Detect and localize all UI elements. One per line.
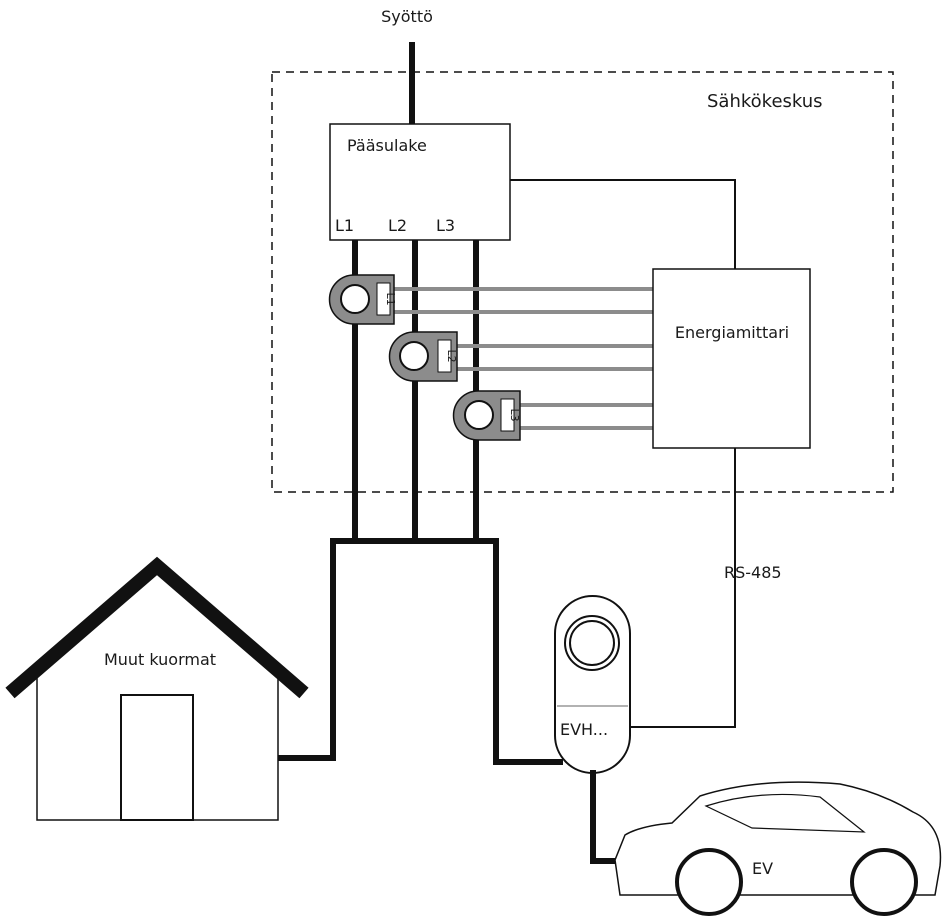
ct-l2-leads [455,344,653,371]
ct-l3-sensor: L3 [452,390,521,441]
house-door [120,694,194,821]
rs485-label: RS-485 [724,563,782,582]
supply-label: Syöttö [381,7,433,26]
phase-l3-label: L3 [436,216,455,235]
panel-enclosure [271,71,894,493]
ct-l2-sensor: L2 [388,331,458,382]
fuse-to-meter-line [510,179,736,269]
car-front-wheel [675,848,743,916]
phase-l2-label: L2 [388,216,407,235]
ev-label: EV [752,859,773,878]
distribution-busbar [277,538,563,765]
ct-l1-label: L1 [384,292,397,305]
car-rear-wheel [850,848,918,916]
rs485-line [629,448,736,728]
house-icon [5,556,309,821]
other-loads-label: Muut kuormat [104,650,216,669]
ct-l3-label: L3 [508,408,521,421]
panel-label: Sähkökeskus [707,91,823,112]
ct-l1-sensor: L1 [328,274,397,325]
charger-label: EVH... [560,720,608,739]
ct-l3-leads [518,403,653,430]
ev-charger-icon [554,595,631,774]
energy-meter-box [652,268,811,449]
phase-l1-label: L1 [335,216,354,235]
main-fuse-box [329,123,511,241]
car-icon [614,781,942,916]
ct-l1-leads [392,287,653,314]
main-fuse-label: Pääsulake [347,136,427,155]
ct-l2-label: L2 [445,349,458,362]
charging-cable [590,770,623,864]
energy-meter-label: Energiamittari [675,323,789,342]
